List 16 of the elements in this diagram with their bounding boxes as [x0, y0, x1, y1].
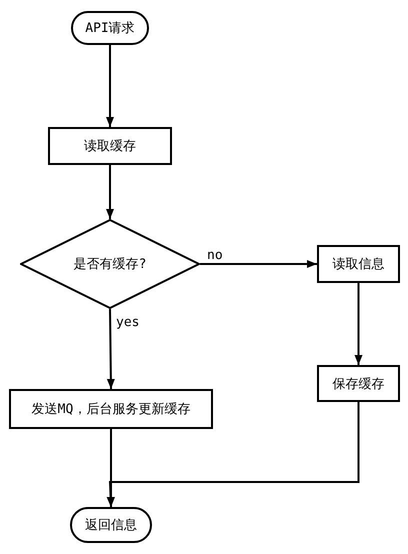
arrow: [107, 429, 115, 507]
arrow: [106, 165, 114, 219]
start-terminal: API请求: [71, 11, 149, 45]
arrow: [354, 283, 362, 365]
arrow: [106, 402, 360, 508]
arrow: [106, 308, 115, 390]
arrow: [200, 260, 317, 268]
process-box: 读取缓存: [48, 127, 172, 165]
process-box: 保存缓存: [317, 365, 400, 402]
end-terminal: 返回信息: [70, 507, 152, 543]
process-box: 发送MQ，后台服务更新缓存: [9, 389, 213, 429]
edge-label: yes: [116, 315, 140, 330]
process-box: 读取信息: [317, 245, 400, 283]
arrow: [106, 45, 114, 127]
decision-diamond: 是否有缓存?: [20, 219, 200, 309]
edge-label: no: [207, 248, 223, 263]
